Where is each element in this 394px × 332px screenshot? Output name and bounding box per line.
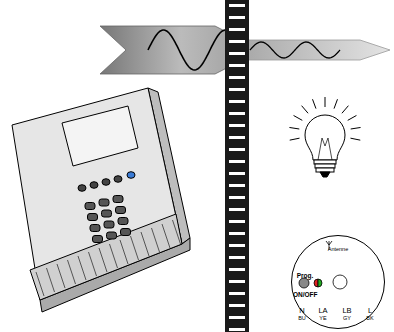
receiver-module: AntenneProg. ON/OFF NBU LAYE LBGY LBK <box>291 235 385 329</box>
wall-rung <box>229 64 245 67</box>
wall-rung <box>229 268 245 271</box>
grip-rib <box>173 220 181 244</box>
wall-rung <box>229 124 245 127</box>
signal-wave-weak <box>250 42 340 58</box>
wall-rung <box>229 40 245 43</box>
light-ray <box>294 115 303 120</box>
wall-rung <box>229 76 245 79</box>
wall-rung <box>229 316 245 319</box>
light-ray <box>290 138 300 140</box>
wall-rung <box>229 88 245 91</box>
keypad-key <box>113 196 123 203</box>
keypad-key <box>104 221 114 228</box>
grip-rib <box>47 268 55 292</box>
light-ray <box>289 127 299 129</box>
grip-rib <box>141 232 149 256</box>
wall-rung <box>229 232 245 235</box>
receiver-label: LB <box>342 307 351 315</box>
led-green <box>318 279 322 287</box>
receiver-label: GY <box>343 316 351 322</box>
light-ray <box>342 106 349 114</box>
device-button <box>127 172 135 179</box>
device-button <box>102 179 110 186</box>
grip-rib <box>110 244 118 268</box>
wall-rung <box>229 52 245 55</box>
light-ray <box>348 115 357 120</box>
grip-rib <box>162 224 170 248</box>
wall-rung <box>229 148 245 151</box>
wall-rung <box>229 208 245 211</box>
grip-rib <box>99 248 107 272</box>
wall-rung <box>229 328 245 331</box>
receiver-label: ON/OFF <box>293 292 318 299</box>
wall-rung <box>229 220 245 223</box>
wall-rung <box>229 172 245 175</box>
grip-rib <box>57 264 65 288</box>
light-ray <box>350 138 360 140</box>
receiver-label: N <box>299 307 304 315</box>
grip-rib <box>68 260 76 284</box>
wall-rung <box>229 28 245 31</box>
grip-rib <box>131 236 139 260</box>
keypad-key <box>118 218 128 225</box>
light-ray <box>325 97 326 107</box>
wall-rung <box>229 160 245 163</box>
receiver-label: Antenne <box>328 247 349 253</box>
grip-rib <box>78 256 86 280</box>
wall-rung <box>229 196 245 199</box>
wall-rung <box>229 244 245 247</box>
receiver-label: YE <box>319 316 326 322</box>
light-ray <box>313 99 316 108</box>
receiver-knob <box>333 275 347 289</box>
signal-arrow-weak <box>248 40 390 60</box>
receiver-label: Prog. <box>297 273 314 280</box>
wall-rung <box>229 184 245 187</box>
keypad-key <box>85 203 95 210</box>
grip-rib <box>152 228 160 252</box>
keypad-key <box>88 214 98 221</box>
device-button <box>90 182 98 189</box>
receiver-label: LA <box>318 307 327 315</box>
wall-rung <box>229 292 245 295</box>
light-bulb <box>289 97 360 177</box>
receiver-label: BU <box>298 316 306 322</box>
receiver-label: BK <box>366 316 373 322</box>
keypad-key <box>90 225 100 232</box>
prog-button <box>299 278 309 288</box>
wall-rung <box>229 304 245 307</box>
grip-rib <box>120 240 128 264</box>
keypad-key <box>116 207 126 214</box>
led-red <box>314 279 318 287</box>
device-button <box>78 185 86 192</box>
light-ray <box>334 99 337 108</box>
keypad-key <box>102 210 112 217</box>
grip-rib <box>36 272 44 296</box>
wall-rung <box>229 16 245 19</box>
grip-rib <box>89 252 97 276</box>
device-button <box>114 176 122 183</box>
receiver-label: L <box>368 307 372 315</box>
wall-rung <box>229 100 245 103</box>
wall-rung <box>229 280 245 283</box>
keypad-key <box>99 199 109 206</box>
transmitter-device <box>12 88 190 312</box>
light-ray <box>351 127 361 129</box>
wall-rung <box>229 112 245 115</box>
light-ray <box>302 106 309 114</box>
wall-rung <box>229 136 245 139</box>
wall-rung <box>229 4 245 7</box>
keypad-key <box>121 229 131 236</box>
keypad-key <box>93 236 103 243</box>
wall-rung <box>229 256 245 259</box>
wall <box>225 0 249 332</box>
keypad-key <box>107 232 117 239</box>
